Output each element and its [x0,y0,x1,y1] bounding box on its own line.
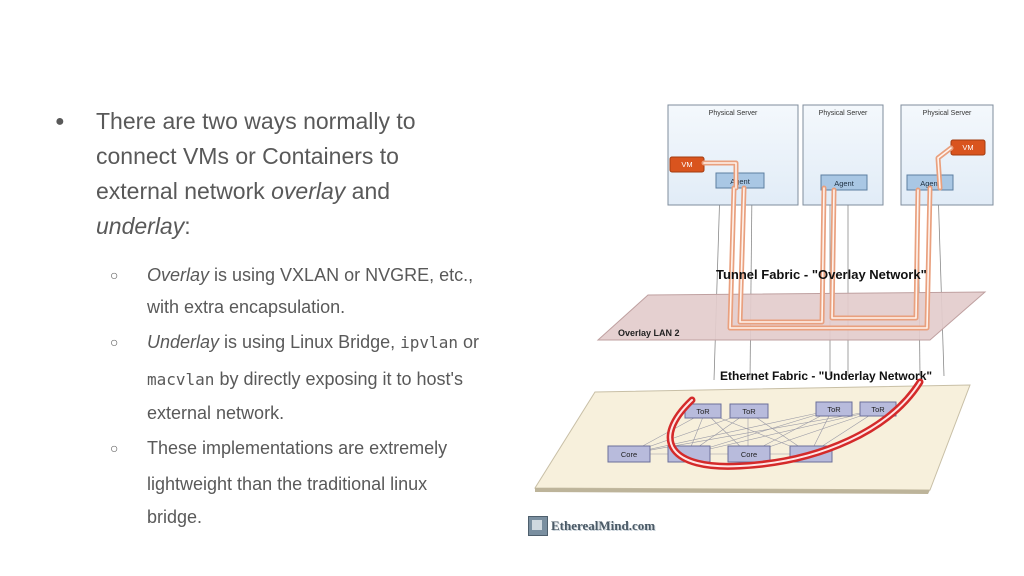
sub1-line2: with extra encapsulation. [147,297,346,317]
server-drop-lines [713,187,945,381]
watermark-text: EtherealMind.com [551,518,656,533]
main-bullet-line3: external network overlay and [96,174,525,209]
agent-box [820,174,868,191]
core-switch [607,445,651,463]
sub2-text: is using Linux Bridge, [219,332,401,352]
vm-label: VM [681,160,692,169]
sub3-line2: lightweight than the traditional linux [147,474,428,494]
main-bullet-line2: connect VMs or Containers to [96,143,399,169]
sub2-or: or [457,332,479,352]
tor-switch [729,403,769,419]
tor-label: ToR [696,407,710,416]
sub-bullet-lightweight: ○ These implementations are extremely li… [55,430,525,532]
network-diagram-svg: Physical Server VM Agent Physical Server… [534,104,994,494]
tor-label: ToR [871,405,885,414]
tor-label: ToR [827,405,841,414]
agent-label: Agent [730,177,751,186]
watermark: EtherealMind.com [528,516,655,536]
sub2-text2: by directly exposing it to host's [214,369,463,389]
sub1-text: is using VXLAN or NVGRE, etc., [209,265,474,285]
sub1-term: Overlay [147,265,210,285]
underlay-term: underlay [96,213,185,239]
bullet-text-block: ● There are two ways normally to connect… [55,104,525,534]
core-label: Core [741,450,757,459]
macvlan-code: macvlan [147,370,215,389]
agent-label: Agent [920,179,941,188]
main-bullet-colon: : [184,213,191,239]
main-bullet-line1: There are two ways normally to [96,108,416,134]
watermark-logo-icon [528,516,548,536]
overlay-term: overlay [271,178,346,204]
tunnel-fabric-label: Tunnel Fabric - "Overlay Network" [716,267,927,282]
sub-bullet-underlay: ○ Underlay is using Linux Bridge, ipvlan… [55,324,525,428]
vm-label: VM [962,143,973,152]
sub2-line1: Underlay is using Linux Bridge, ipvlan o… [147,324,525,361]
agent-label: Agent [834,179,855,188]
sub2-line3: external network. [147,403,285,423]
underlay-plane-shadow [535,488,930,494]
sub3-line1: These implementations are extremely [147,438,448,458]
bullet-circle-icon: ○ [110,440,119,456]
server-label: Physical Server [709,110,758,117]
underlay-tunnel [666,378,924,470]
bullet-circle-icon: ○ [110,334,119,350]
core-label: Core [621,450,637,459]
sub-bullet-list: ○ Overlay is using VXLAN or NVGRE, etc.,… [55,258,525,532]
main-bullet-line4: underlay: [96,209,525,244]
overlay-tunnels [701,145,954,331]
sub3-line3: bridge. [147,507,203,527]
server-label: Physical Server [923,110,972,117]
tor-switch [815,401,853,417]
ipvlan-code: ipvlan [400,333,458,352]
bullet-dot-icon: ● [55,113,65,130]
bullet-circle-icon: ○ [110,267,119,283]
main-bullet: ● There are two ways normally to connect… [55,104,525,244]
main-bullet-line3-and: and [345,178,391,204]
physical-server-3: Physical Server VM Agent [900,104,994,206]
sub-bullet-overlay: ○ Overlay is using VXLAN or NVGRE, etc.,… [55,258,525,322]
tor-label: ToR [742,407,756,416]
physical-server-2: Physical Server Agent [802,104,884,206]
ethernet-fabric-label: Ethernet Fabric - "Underlay Network" [720,369,932,383]
agent-box [715,172,765,189]
network-diagram: Physical Server VM Agent Physical Server… [530,100,1010,540]
sub2-line2: macvlan by directly exposing it to host'… [147,361,525,398]
overlay-lan-label: Overlay LAN 2 [618,328,680,338]
sub1-line1: Overlay is using VXLAN or NVGRE, etc., [147,258,525,292]
main-bullet-line3-text: external network [96,178,272,204]
sub2-term: Underlay [147,332,220,352]
server-label: Physical Server [819,110,868,117]
